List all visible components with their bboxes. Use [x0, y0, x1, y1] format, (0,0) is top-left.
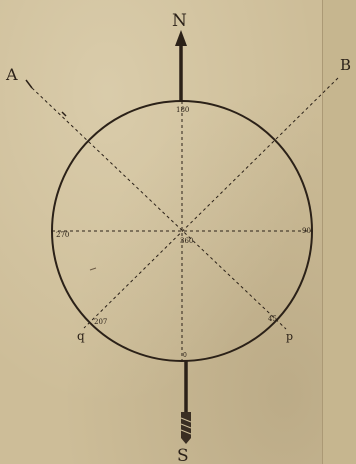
dashed-line-a: [32, 88, 286, 329]
lower-left-letter: q: [77, 329, 85, 343]
degree-lower-right: 45: [268, 315, 277, 323]
line-b-label: B: [340, 56, 351, 74]
degree-lower-left: 207: [94, 318, 107, 326]
degree-right: 90: [302, 227, 311, 235]
degree-left: 270: [56, 231, 69, 239]
speck: [62, 112, 66, 116]
south-label: S: [177, 446, 189, 464]
degree-center: 360: [180, 237, 193, 245]
south-feather: [181, 412, 191, 444]
north-arrowhead: [175, 30, 187, 46]
line-a-label: A: [5, 65, 18, 84]
north-label: N: [172, 11, 187, 31]
lower-right-letter: p: [286, 330, 293, 343]
line-a-end-mark: [26, 80, 32, 88]
degree-bottom: 0: [183, 352, 187, 359]
degree-top: 180: [176, 106, 189, 114]
speck: [90, 268, 96, 270]
